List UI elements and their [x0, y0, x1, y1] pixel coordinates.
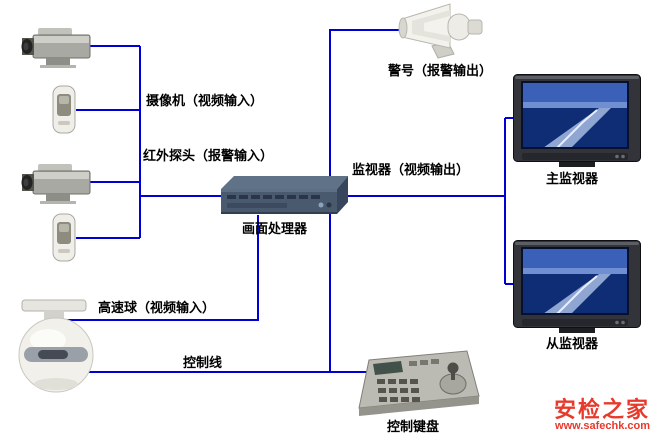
horn-speaker-icon [398, 3, 483, 59]
control-keyboard [353, 340, 483, 420]
wire-dome-video [56, 215, 259, 321]
label-control-line: 控制线 [183, 355, 223, 370]
label-camera-input: 摄像机（视频输入） [146, 93, 264, 108]
label-alarm-output: 警号（报警输出） [388, 63, 493, 78]
pir-sensor-icon [52, 85, 76, 134]
slave-monitor [513, 240, 641, 334]
caption-main-monitor: 主监视器 [546, 171, 599, 186]
caption-processor: 画面处理器 [242, 221, 308, 236]
pir-sensor-2 [50, 212, 78, 264]
label-monitor-output: 监视器（视频输出） [352, 162, 470, 177]
speed-dome-camera [10, 298, 100, 396]
watermark-site-name: 安检之家 [553, 397, 650, 423]
caption-slave-monitor: 从监视器 [546, 336, 599, 351]
wire-alarm-horn [329, 29, 402, 176]
video-processor [213, 172, 349, 220]
video-processor-icon [221, 176, 348, 214]
ptz-keyboard-icon [358, 350, 480, 416]
box-camera-icon [21, 28, 91, 68]
label-ir-input: 红外探头（报警输入） [143, 148, 274, 163]
pir-sensor-1 [50, 84, 78, 136]
box-camera-1 [20, 24, 95, 70]
main-monitor [513, 74, 641, 168]
box-camera-icon [21, 164, 91, 204]
crt-monitor-icon [513, 74, 641, 167]
speed-dome-icon [18, 299, 94, 393]
crt-monitor-icon [513, 240, 641, 333]
watermark: 安检之家 www.safechk.com [554, 398, 650, 433]
watermark-site-url: www.safechk.com [555, 420, 650, 433]
alarm-horn [398, 2, 486, 60]
box-camera-2 [20, 160, 95, 206]
pir-sensor-icon [52, 213, 76, 262]
label-dome-input: 高速球（视频输入） [98, 300, 216, 315]
caption-keyboard: 控制键盘 [387, 419, 440, 434]
